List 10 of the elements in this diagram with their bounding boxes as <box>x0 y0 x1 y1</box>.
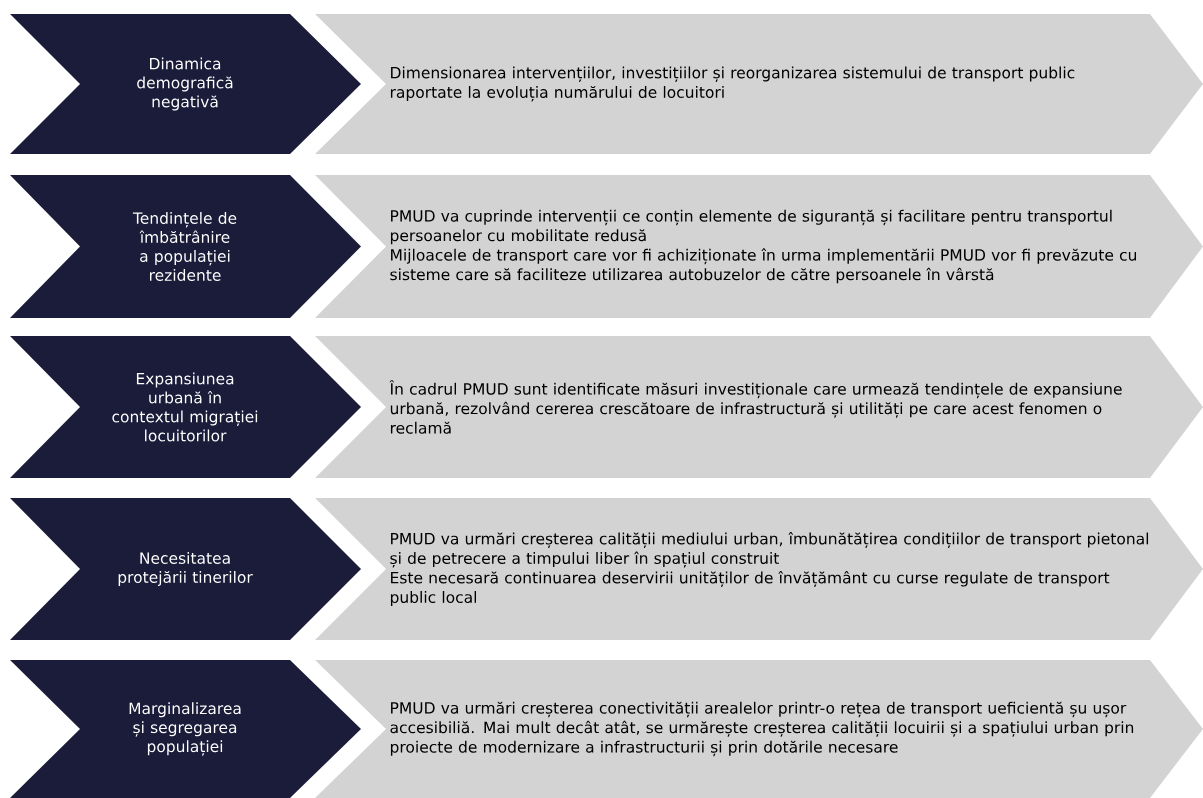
chevron-box: Tendințele de îmbătrânire a populației rezidente <box>10 175 361 318</box>
arrow-banner: PMUD va urmări creșterea calității mediului urban, îmbunătățirea condițiilor de transport pietonal și de petrecere a timpului liber în spațiul construit Este necesară continuarea deservirii unităților de învățământ cu curse regulate de transport public local <box>315 498 1203 640</box>
arrow-banner: În cadrul PMUD sunt identificate măsuri investiționale care urmează tendințele de expansiune urbană, rezolvând cererea crescătoare de infrastructură și utilități pe care acest fenomen o reclamă <box>315 336 1203 478</box>
arrow-banner: Dimensionarea intervențiilor, investițiilor și reorganizarea sistemului de transport public raportate la evoluția numărului de locuitori <box>315 14 1203 154</box>
arrow-banner: PMUD va urmări creșterea conectivității arealelor printr-o rețea de transport ueficientă șu ușor accesibiliă. Mai mult decât atât, se urmărește creșterea calității locuirii și a spațiului urban prin proiecte de modernizare a infrastructurii și prin dotările necesare <box>315 660 1203 798</box>
chevron-box: Necesitatea protejării tinerilor <box>10 498 361 640</box>
chevron-box: Expansiunea urbană în contextul migrației locuitorilor <box>10 336 361 478</box>
arrow-banner: PMUD va cuprinde intervenții ce conțin elemente de siguranță și facilitare pentru transportul persoanelor cu mobilitate redusă Mijloacele de transport care vor fi achiziționate în urma implementării PMUD vor fi prevăzute cu sisteme care să faciliteze utilizarea autobuzelor de către persoanele în vârstă <box>315 175 1203 318</box>
chevron-box: Marginalizarea și segregarea populației <box>10 660 361 798</box>
chevron-box: Dinamica demografică negativă <box>10 14 361 154</box>
